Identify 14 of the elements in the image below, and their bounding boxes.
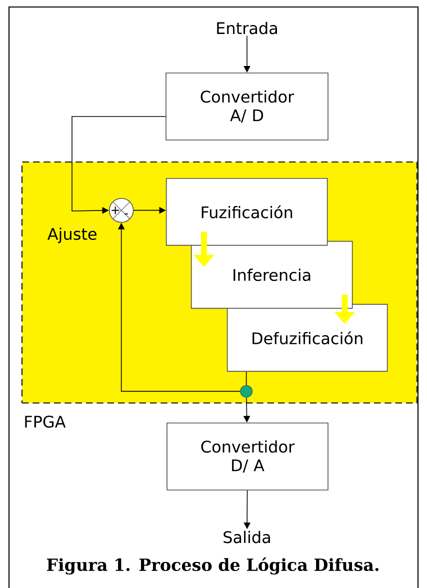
node-label: FPGA <box>25 416 66 428</box>
signal-label: Entrada <box>217 22 277 34</box>
arrow <box>72 116 166 214</box>
signal-label: Salida <box>224 530 270 544</box>
summing-junction: + - <box>108 198 134 223</box>
process-box: Inferencia <box>190 240 353 309</box>
process-box: Convertidor D/ A <box>166 422 328 490</box>
input-label: Ajuste <box>47 228 96 244</box>
process-box: Convertidor A/ D <box>166 72 328 140</box>
connector-line <box>246 371 247 386</box>
junction-dot <box>240 385 253 398</box>
process-box: Fuzificación <box>166 178 328 246</box>
process-box: Defuzificación <box>226 304 388 372</box>
figure-caption: Figura 1. Proceso de Lógica Difusa. <box>46 558 378 575</box>
